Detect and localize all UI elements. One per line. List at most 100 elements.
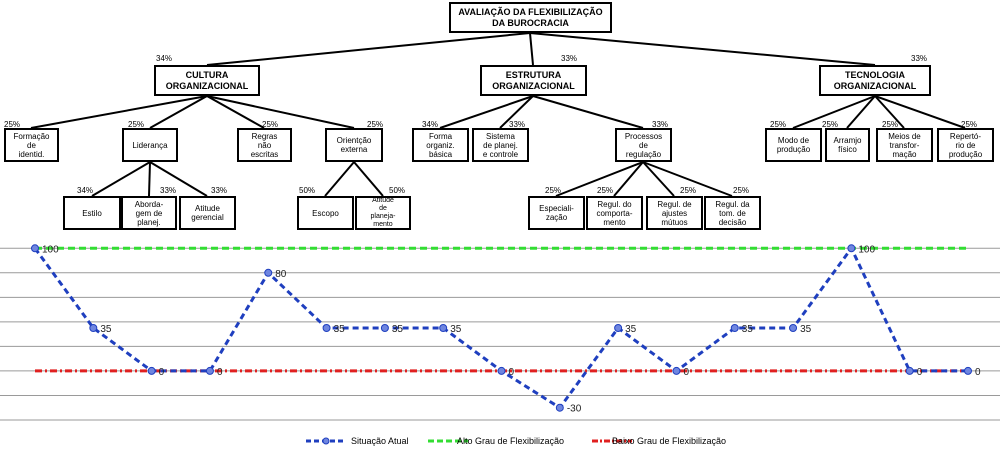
- category-box-cultura: CULTURA ORGANIZACIONAL: [154, 65, 260, 96]
- data-point: [672, 366, 681, 375]
- connector-line: [206, 95, 265, 129]
- data-label: 80: [275, 269, 287, 280]
- data-point: [264, 268, 273, 277]
- legend-swatch-alto: [428, 439, 468, 443]
- legend-swatch-situacao: [306, 437, 346, 445]
- level2-box-lideranca: Liderança: [122, 128, 178, 162]
- level3-box-atitude-gerencial: Atitude gerencial: [179, 196, 236, 230]
- data-point: [205, 366, 214, 375]
- level2-box-orientacao: Orientção externa: [325, 128, 383, 162]
- data-label: 35: [800, 324, 812, 335]
- data-point: [789, 324, 798, 332]
- data-point: [31, 244, 39, 253]
- level3-pct: 34%: [77, 186, 94, 195]
- root-box: AVALIAÇÃO DA FLEXIBILIZAÇÃO DA BUROCRACI…: [449, 2, 612, 33]
- level2-box-repertorio: Repertó- rio de produção: [937, 128, 994, 162]
- connector-line: [529, 32, 534, 66]
- level3-pct: 25%: [680, 186, 697, 195]
- connector-line: [532, 95, 644, 129]
- level2-pct: 33%: [652, 120, 669, 129]
- category-box-tecnologia: TECNOLOGIA ORGANIZACIONAL: [819, 65, 931, 96]
- connector-line: [439, 95, 534, 129]
- level2-box-modo: Modo de produção: [765, 128, 822, 162]
- connector-line: [353, 161, 384, 197]
- level2-pct: 25%: [961, 120, 978, 129]
- level3-box-atitude-planejamento: Atitude de planeja- mento: [355, 196, 411, 230]
- connector-line: [613, 161, 644, 197]
- connector-line: [846, 95, 876, 129]
- connector-line: [206, 95, 355, 129]
- legend-label-alto: Alto Grau de Flexibilização: [457, 436, 565, 446]
- data-label: 35: [392, 324, 404, 335]
- level2-pct: 25%: [262, 120, 279, 129]
- data-label: 0: [217, 367, 223, 378]
- level3-pct: 33%: [160, 186, 177, 195]
- series-line-situacao: [33, 245, 968, 410]
- connector-line: [91, 161, 151, 197]
- category-pct: 34%: [156, 54, 173, 63]
- tree-connectors: [30, 32, 966, 197]
- data-point: [964, 366, 972, 375]
- legend-swatch-baixo: [592, 439, 632, 443]
- level3-box-estilo: Estilo: [63, 196, 121, 230]
- connector-line: [499, 95, 534, 129]
- level2-box-sistema: Sistema de planej. e controle: [472, 128, 529, 162]
- connector-line: [206, 32, 531, 66]
- data-label: 100: [858, 244, 875, 255]
- data-point: [614, 324, 623, 332]
- connector-line: [792, 95, 876, 129]
- category-pct: 33%: [911, 54, 928, 63]
- connector-line: [148, 161, 151, 197]
- level3-pct: 25%: [545, 186, 562, 195]
- level3-pct: 25%: [597, 186, 614, 195]
- data-label: 0: [509, 367, 515, 378]
- data-point: [905, 366, 914, 375]
- data-label: 35: [100, 324, 112, 335]
- connector-line: [555, 161, 644, 197]
- level2-pct: 25%: [367, 120, 384, 129]
- level2-box-regras: Regras não escritas: [237, 128, 292, 162]
- category-box-estrutura: ESTRUTURA ORGANIZACIONAL: [480, 65, 587, 96]
- data-point: [555, 403, 564, 412]
- level3-box-abordagem: Aborda- gem de planej.: [121, 196, 177, 230]
- data-point: [497, 366, 506, 375]
- data-label: 0: [975, 367, 981, 378]
- data-label: 0: [159, 367, 165, 378]
- data-label: 35: [625, 324, 637, 335]
- level3-box-regul-comportamento: Regul. do comporta- mento: [586, 196, 643, 230]
- level3-box-regul-decisao: Regul. da tom. de decisão: [704, 196, 761, 230]
- legend-label-baixo: Baixo Grau de Flexibilização: [612, 436, 727, 446]
- connector-line: [874, 95, 966, 129]
- level3-box-especializacao: Especiali- zação: [528, 196, 585, 230]
- data-label: 100: [42, 244, 59, 255]
- data-label: -30: [567, 404, 582, 415]
- level3-pct: 33%: [211, 186, 228, 195]
- legend-label-situacao: Situação Atual: [351, 436, 409, 446]
- level2-pct: 25%: [128, 120, 145, 129]
- category-pct: 33%: [561, 54, 578, 63]
- level2-box-forma: Forma organiz. básica: [412, 128, 469, 162]
- level3-pct: 50%: [389, 186, 406, 195]
- level2-box-meios: Meios de transfor- mação: [876, 128, 933, 162]
- level2-box-processos: Processos de regulação: [615, 128, 672, 162]
- level3-pct: 25%: [733, 186, 750, 195]
- level3-box-escopo: Escopo: [297, 196, 354, 230]
- data-label: 35: [742, 324, 754, 335]
- connector-line: [874, 95, 905, 129]
- data-label: 0: [683, 367, 689, 378]
- connector-line: [149, 161, 208, 197]
- connector-line: [30, 95, 208, 129]
- level3-pct: 50%: [299, 186, 316, 195]
- level2-box-arranjo: Arramjo físico: [825, 128, 870, 162]
- level2-pct: 34%: [422, 120, 439, 129]
- connector-line: [642, 161, 733, 197]
- level2-pct: 25%: [822, 120, 839, 129]
- data-point: [439, 324, 448, 332]
- level2-pct: 25%: [4, 120, 21, 129]
- level2-pct: 25%: [770, 120, 787, 129]
- level2-box-formacao: Formação de identid.: [4, 128, 59, 162]
- data-label: 35: [334, 324, 346, 335]
- data-point: [89, 324, 98, 332]
- level3-box-regul-ajustes: Regul. de ajustes mútuos: [646, 196, 703, 230]
